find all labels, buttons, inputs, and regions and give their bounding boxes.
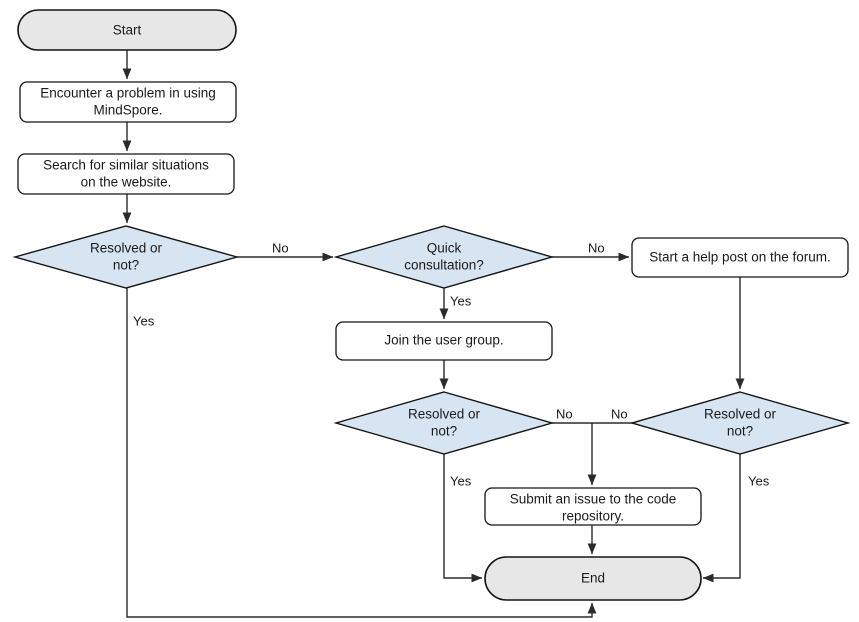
node-resolved-decision-2-label-line1: Resolved or [408, 407, 481, 422]
node-help-post-shape [631, 237, 849, 278]
node-quick-consultation-decision[interactable]: Quick consultation? [333, 225, 555, 289]
node-quick-consultation-decision-shape [333, 225, 555, 289]
node-search-website-label-line2: on the website. [81, 175, 172, 190]
node-search-website-label-line1: Search for similar situations [43, 158, 209, 173]
node-join-user-group-shape [335, 321, 553, 361]
node-start-shape [17, 9, 237, 51]
node-resolved-decision-2[interactable]: Resolved or not? [333, 391, 555, 455]
edge-label-quick-no: No [588, 240, 605, 255]
node-submit-issue-label-line1: Submit an issue to the code [510, 492, 677, 507]
node-encounter-problem-label-line1: Encounter a problem in using [40, 86, 216, 101]
node-submit-issue-shape [484, 487, 702, 526]
node-resolved-decision-3-shape [629, 391, 851, 455]
node-encounter-problem-shape [19, 81, 237, 123]
edge-label-resolved2-no: No [556, 406, 573, 421]
node-resolved-decision-2-label-line2: not? [431, 424, 457, 439]
edges-group [122, 50, 745, 618]
node-resolved-decision-1-shape [12, 225, 240, 289]
node-quick-consultation-decision-label-line2: consultation? [404, 258, 484, 273]
node-start-label: Start [113, 23, 142, 38]
node-encounter-problem[interactable]: Encounter a problem in using MindSpore. [19, 81, 237, 123]
edge-label-resolved3-yes: Yes [748, 473, 770, 488]
node-help-post-label: Start a help post on the forum. [649, 250, 831, 265]
node-join-user-group-label: Join the user group. [384, 333, 503, 348]
node-end[interactable]: End [484, 556, 702, 601]
edge-label-resolved2-yes: Yes [450, 473, 472, 488]
node-start[interactable]: Start [17, 9, 237, 51]
node-resolved-decision-2-shape [333, 391, 555, 455]
node-encounter-problem-label-line2: MindSpore. [93, 103, 162, 118]
edge-label-resolved3-no: No [611, 406, 628, 421]
edge-labels-group: No Yes No Yes No Yes No Yes [133, 240, 770, 488]
node-resolved-decision-3-label-line1: Resolved or [704, 407, 777, 422]
node-end-label: End [581, 571, 605, 586]
node-submit-issue-label-line2: repository. [562, 509, 624, 524]
edge-resolved2-yes-to-end [443, 454, 483, 583]
node-quick-consultation-decision-label-line1: Quick [427, 241, 462, 256]
node-search-website-shape [17, 153, 235, 195]
node-resolved-decision-3[interactable]: Resolved or not? [629, 391, 851, 455]
edge-resolved3-yes-to-end [702, 454, 741, 583]
node-resolved-decision-1-label-line1: Resolved or [90, 241, 163, 256]
node-resolved-decision-1[interactable]: Resolved or not? [12, 225, 240, 289]
node-join-user-group[interactable]: Join the user group. [335, 321, 553, 361]
node-resolved-decision-3-label-line2: not? [727, 424, 753, 439]
node-resolved-decision-1-label-line2: not? [113, 258, 139, 273]
node-search-website[interactable]: Search for similar situations on the web… [17, 153, 235, 195]
node-help-post[interactable]: Start a help post on the forum. [631, 237, 849, 278]
edge-label-quick-yes: Yes [450, 293, 472, 308]
edge-resolved1-yes-to-end [126, 288, 597, 618]
edge-label-resolved1-no: No [272, 240, 289, 255]
node-submit-issue[interactable]: Submit an issue to the code repository. [484, 487, 702, 526]
node-end-shape [484, 556, 702, 601]
edge-label-resolved1-yes: Yes [133, 313, 155, 328]
